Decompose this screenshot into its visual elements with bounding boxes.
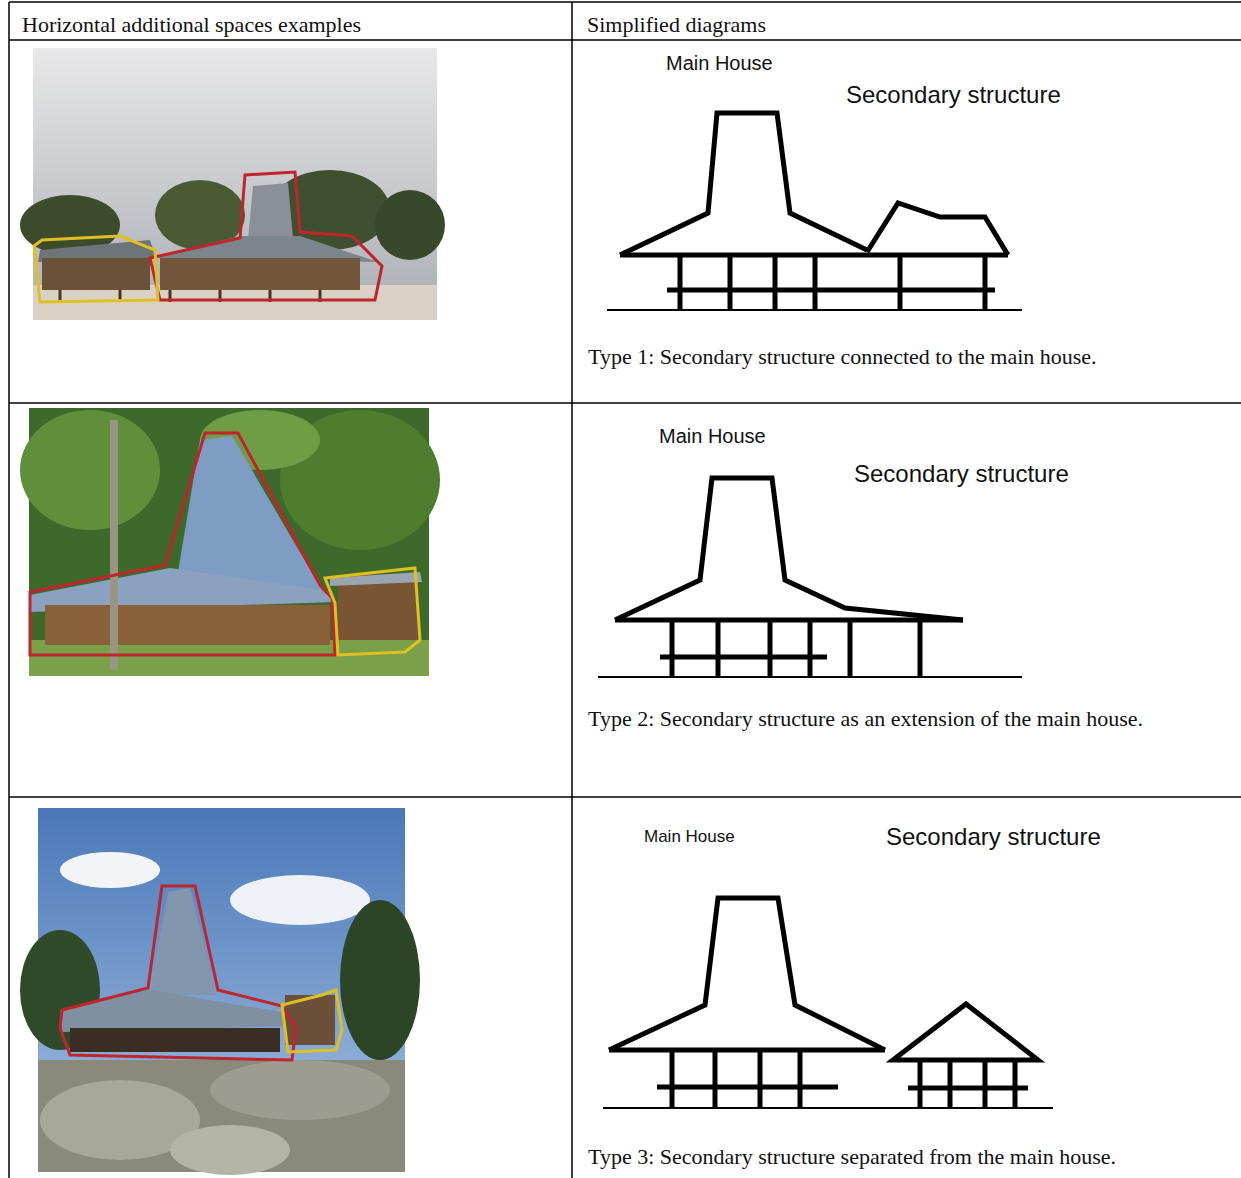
type-caption: Type 3: Secondary structure separated fr…: [588, 1142, 1116, 1172]
house-diagram: [603, 898, 1053, 1108]
part-label: Secondary structure: [886, 821, 1101, 854]
house-photo: [20, 48, 445, 320]
part-label: Secondary structure: [846, 79, 1061, 112]
type-caption: Type 2: Secondary structure as an extens…: [588, 704, 1203, 734]
part-label: Main House: [659, 423, 766, 450]
column-header: Simplified diagrams: [587, 10, 766, 40]
part-label: Secondary structure: [854, 458, 1069, 491]
house-photo: [20, 408, 440, 676]
house-diagram: [607, 113, 1022, 310]
part-label: Main House: [644, 825, 735, 848]
column-header: Horizontal additional spaces examples: [22, 10, 361, 40]
table-rules: [9, 2, 1241, 1178]
type-caption: Type 1: Secondary structure connected to…: [588, 342, 1097, 372]
part-label: Main House: [666, 50, 773, 77]
house-diagram: [598, 478, 1022, 677]
house-photo: [20, 808, 420, 1175]
